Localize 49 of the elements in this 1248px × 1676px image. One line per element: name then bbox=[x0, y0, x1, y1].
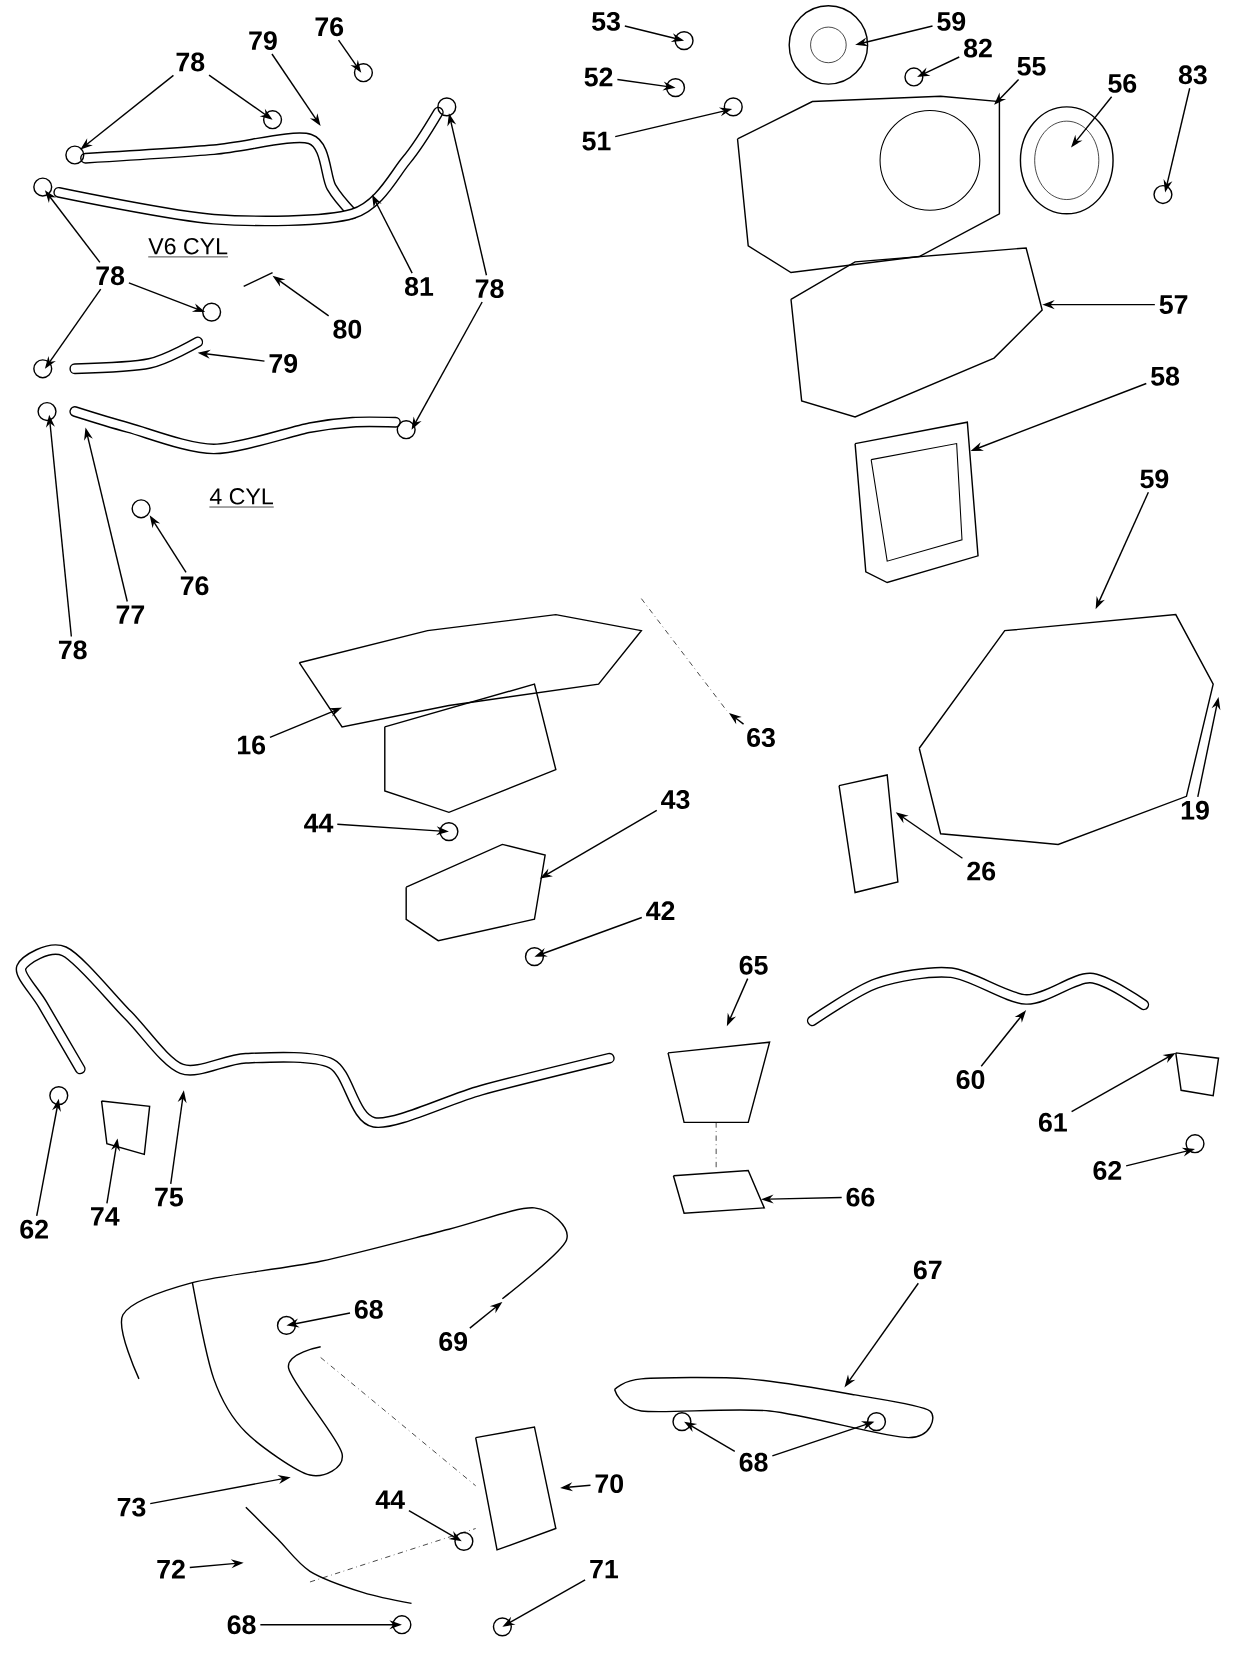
callout-number: 62 bbox=[20, 1219, 48, 1239]
callout-number: 57 bbox=[1159, 295, 1188, 314]
callout-number: 59 bbox=[1140, 469, 1169, 489]
callout-number: 75 bbox=[154, 1187, 183, 1207]
callout-number: 44 bbox=[303, 813, 334, 833]
callout-number: 55 bbox=[1017, 56, 1046, 76]
callout-number: 62 bbox=[1093, 1160, 1121, 1180]
callout-number: 66 bbox=[846, 1187, 875, 1207]
callout-number: 65 bbox=[739, 955, 768, 975]
callout-number: 78 bbox=[58, 640, 87, 660]
callout-number: 42 bbox=[645, 901, 675, 921]
callout-number: 63 bbox=[746, 728, 775, 748]
callout-number: 78 bbox=[475, 279, 504, 299]
variant-label: V6 CYL bbox=[147, 238, 229, 258]
callout-number: 68 bbox=[354, 1299, 383, 1319]
callout-number: 74 bbox=[90, 1207, 120, 1226]
callout-number: 83 bbox=[1178, 65, 1207, 85]
callout-number: 80 bbox=[333, 319, 361, 339]
callout-number: 76 bbox=[180, 576, 209, 596]
callout-number: 16 bbox=[237, 735, 265, 755]
callout-number: 68 bbox=[227, 1615, 256, 1635]
callout-number: 73 bbox=[117, 1497, 146, 1517]
callout-number: 77 bbox=[116, 605, 144, 624]
callout-number: 19 bbox=[1181, 800, 1209, 820]
callout-number: 51 bbox=[582, 131, 611, 151]
callout-number: 70 bbox=[595, 1474, 623, 1494]
callout-number: 72 bbox=[157, 1559, 185, 1579]
callout-number: 58 bbox=[1150, 366, 1179, 386]
callout-number: 68 bbox=[739, 1452, 768, 1472]
callout-number: 78 bbox=[96, 266, 124, 286]
variant-label: 4 CYL bbox=[208, 488, 274, 508]
callout-number: 53 bbox=[591, 11, 620, 31]
callout-number: 43 bbox=[660, 790, 690, 809]
callout-number: 56 bbox=[1108, 73, 1136, 93]
callout-number: 69 bbox=[439, 1332, 467, 1351]
callout-number: 71 bbox=[590, 1559, 618, 1579]
callout-number: 52 bbox=[584, 67, 613, 87]
callout-number: 26 bbox=[967, 861, 995, 881]
callout-number: 61 bbox=[1038, 1112, 1067, 1132]
callout-number: 82 bbox=[963, 38, 992, 58]
callout-number: 59 bbox=[937, 11, 965, 31]
callout-number: 81 bbox=[404, 277, 433, 296]
callout-number: 67 bbox=[913, 1260, 942, 1280]
callout-number: 60 bbox=[956, 1070, 985, 1090]
callout-number: 79 bbox=[269, 353, 297, 373]
callout-number: 44 bbox=[375, 1490, 405, 1509]
callout-number: 79 bbox=[249, 31, 277, 51]
callout-number: 78 bbox=[176, 52, 205, 72]
callout-number: 76 bbox=[315, 17, 343, 37]
